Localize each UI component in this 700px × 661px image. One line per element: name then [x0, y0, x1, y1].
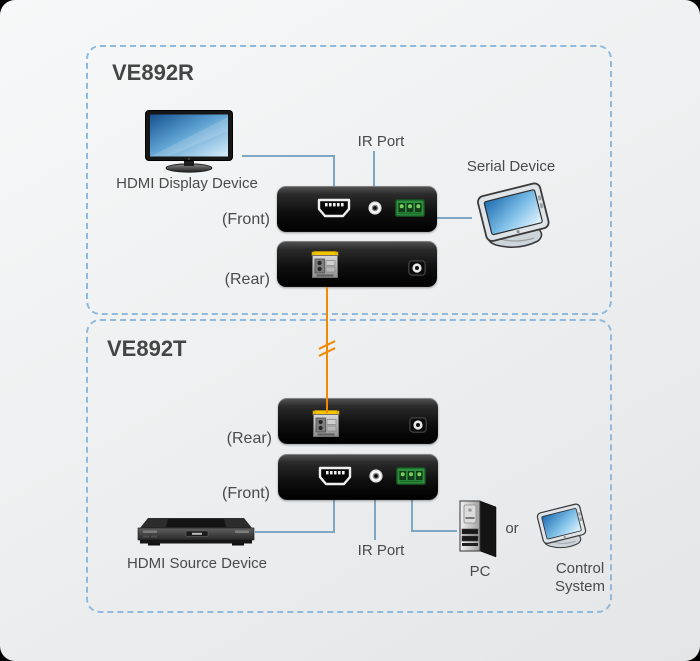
source-to-panel-line-h	[255, 531, 335, 533]
sfp-fiber-port-icon	[312, 410, 340, 438]
receiver-front-label: (Front)	[222, 211, 270, 228]
control-system-label-line2: System	[554, 578, 605, 595]
display-to-panel-line-h	[242, 155, 335, 157]
receiver-section-box	[86, 45, 612, 315]
receiver-front-panel	[277, 186, 437, 232]
control-system-icon	[532, 499, 592, 555]
pc-line-h	[411, 530, 457, 532]
serial-device-label: Serial Device	[466, 158, 556, 175]
power-jack-icon	[408, 260, 426, 276]
ir-port-line-transmitter	[374, 493, 376, 540]
serial-device-icon	[470, 181, 558, 253]
serial-terminal-icon	[396, 467, 426, 485]
transmitter-rear-panel	[278, 398, 438, 444]
ir-jack-icon	[369, 469, 383, 483]
pc-tower-icon	[459, 500, 497, 558]
transmitter-front-label: (Front)	[222, 485, 270, 502]
hdmi-display-icon	[145, 110, 233, 173]
serial-device-line	[430, 217, 472, 219]
transmitter-title: VE892T	[107, 336, 187, 361]
transmitter-section-box	[86, 319, 612, 613]
or-label: or	[505, 520, 519, 537]
ir-port-line-receiver	[373, 151, 375, 215]
ir-port-label-transmitter: IR Port	[357, 542, 405, 559]
hdmi-source-label: HDMI Source Device	[126, 555, 268, 572]
serial-terminal-icon	[395, 199, 425, 217]
pc-line-v	[411, 493, 413, 532]
ir-port-label-receiver: IR Port	[357, 133, 405, 150]
hdmi-display-label: HDMI Display Device	[116, 175, 258, 192]
power-jack-icon	[409, 417, 427, 433]
receiver-title: VE892R	[112, 60, 194, 85]
control-system-label-line1: Control	[555, 560, 605, 577]
display-to-panel-line-v	[333, 155, 335, 215]
hdmi-port-icon	[317, 198, 351, 218]
transmitter-front-panel	[278, 454, 438, 500]
transmitter-rear-label: (Rear)	[226, 430, 272, 447]
hdmi-port-icon	[318, 466, 352, 486]
receiver-rear-label: (Rear)	[224, 271, 270, 288]
source-to-panel-line-v	[333, 493, 335, 533]
ir-jack-icon	[368, 201, 382, 215]
sfp-fiber-port-icon	[311, 251, 339, 279]
control-system-label: Control System	[540, 560, 620, 596]
hdmi-source-icon	[137, 518, 255, 546]
pc-label: PC	[469, 563, 491, 580]
receiver-rear-panel	[277, 241, 437, 287]
